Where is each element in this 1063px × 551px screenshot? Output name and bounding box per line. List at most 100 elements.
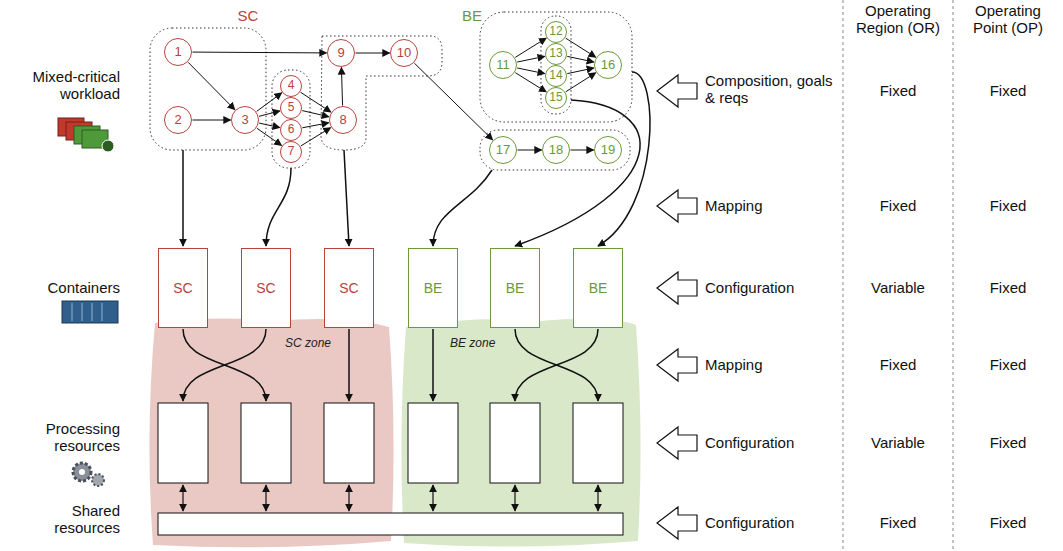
resource-box	[158, 403, 208, 483]
step-label: Composition, goals & reqs	[705, 72, 840, 107]
bus-link	[348, 485, 349, 511]
dependency-arrow	[257, 93, 282, 112]
dependency-arrow	[356, 53, 390, 54]
dependency-arrow	[571, 150, 594, 151]
bus-link	[265, 485, 266, 511]
task-circle: 8	[329, 106, 357, 134]
task-circle: 18	[542, 136, 570, 164]
container-label: SC	[256, 280, 275, 296]
dependency-arrow	[566, 73, 596, 92]
task-circle: 14	[545, 65, 567, 87]
table-cell: Fixed	[958, 82, 1058, 99]
table-cell: Variable	[848, 279, 948, 296]
container-box: BE	[573, 248, 623, 328]
container-label: BE	[589, 280, 608, 296]
task-number: 8	[339, 113, 346, 128]
group-outline	[480, 12, 632, 122]
resource-box	[158, 403, 623, 535]
task-circle: 9	[327, 39, 355, 67]
layer-label: Shared resources	[2, 502, 120, 537]
mapping-wire	[348, 329, 350, 401]
gear-icon	[73, 463, 104, 486]
container-label: BE	[506, 280, 525, 296]
dependency-arrow	[515, 38, 546, 57]
dependency-arrow	[414, 63, 492, 140]
dependency-arrow	[301, 92, 331, 112]
layer-label: Mixed-critical workload	[2, 68, 120, 103]
container-label: SC	[173, 280, 192, 296]
task-circle: 13	[545, 43, 567, 65]
task-circle: 2	[164, 106, 192, 134]
resource-box	[324, 403, 374, 483]
bus-link	[183, 485, 598, 511]
layer-label: Containers	[2, 279, 120, 296]
table-cell: Fixed	[958, 279, 1058, 296]
group-label: BE	[452, 7, 492, 24]
dependency-arrow	[518, 150, 542, 151]
mapping-wire	[183, 329, 266, 401]
workload-icon	[58, 118, 114, 152]
resource-box	[241, 403, 291, 483]
group-outline	[480, 130, 630, 170]
container-icon	[82, 303, 83, 321]
mapping-arrow	[344, 150, 349, 246]
task-circle: 19	[594, 136, 622, 164]
hollow-arrow	[657, 75, 697, 539]
layer-label: Processing resources	[2, 420, 120, 455]
dependency-arrow	[259, 111, 280, 116]
hollow-arrow	[657, 507, 697, 539]
hollow-arrow	[657, 272, 697, 304]
task-circle: 4	[280, 75, 302, 97]
hollow-arrow	[657, 75, 697, 107]
table-cell: Fixed	[848, 197, 948, 214]
task-number: 6	[288, 123, 295, 137]
mapping-wire	[515, 329, 598, 401]
task-number: 19	[601, 143, 615, 158]
task-circle: 10	[390, 39, 418, 67]
group-outline	[321, 36, 442, 150]
table-cell: Fixed	[958, 356, 1058, 373]
mapping-arrow	[182, 150, 184, 246]
container-label: SC	[339, 280, 358, 296]
container-box: SC	[158, 248, 208, 328]
mapping-wire	[183, 329, 266, 401]
table-divider	[843, 0, 844, 551]
dependency-arrow	[259, 123, 280, 127]
mapping-wire	[183, 329, 598, 401]
container-icon	[62, 301, 118, 323]
table-cell: Fixed	[958, 197, 1058, 214]
dependency-arrow	[517, 68, 545, 74]
bus-link	[182, 485, 183, 511]
step-label: Mapping	[705, 356, 840, 373]
container-box: SC	[324, 248, 374, 328]
task-number: 15	[549, 91, 562, 105]
zone-label: SC zone	[285, 337, 331, 351]
container-box: SC	[241, 248, 291, 328]
dependency-arrow	[302, 111, 329, 117]
dependency-arrow	[566, 38, 596, 57]
group-outline	[272, 70, 310, 168]
step-label: Configuration	[705, 434, 840, 451]
table-cell: Fixed	[958, 514, 1058, 531]
zone-label: BE zone	[450, 337, 495, 351]
container-icon	[72, 303, 73, 321]
task-circle: 12	[545, 21, 567, 43]
mapping-arrow	[266, 168, 291, 246]
resource-box	[408, 403, 458, 483]
mapping-wire	[432, 329, 434, 401]
task-number: 5	[288, 101, 295, 115]
dependency-arrow	[188, 62, 235, 109]
group-outline	[541, 16, 571, 114]
task-number: 14	[549, 69, 562, 83]
dependency-arrow	[341, 67, 342, 105]
dependency-arrow	[567, 56, 594, 62]
hollow-arrow	[657, 190, 697, 222]
task-circle: 11	[489, 51, 517, 79]
resource-box	[158, 513, 623, 535]
container-icon	[102, 303, 103, 321]
container-icon	[62, 301, 118, 323]
bus-link	[597, 485, 598, 511]
task-number: 3	[241, 113, 248, 128]
task-number: 1	[174, 45, 181, 60]
dependency-arrow	[302, 123, 328, 128]
